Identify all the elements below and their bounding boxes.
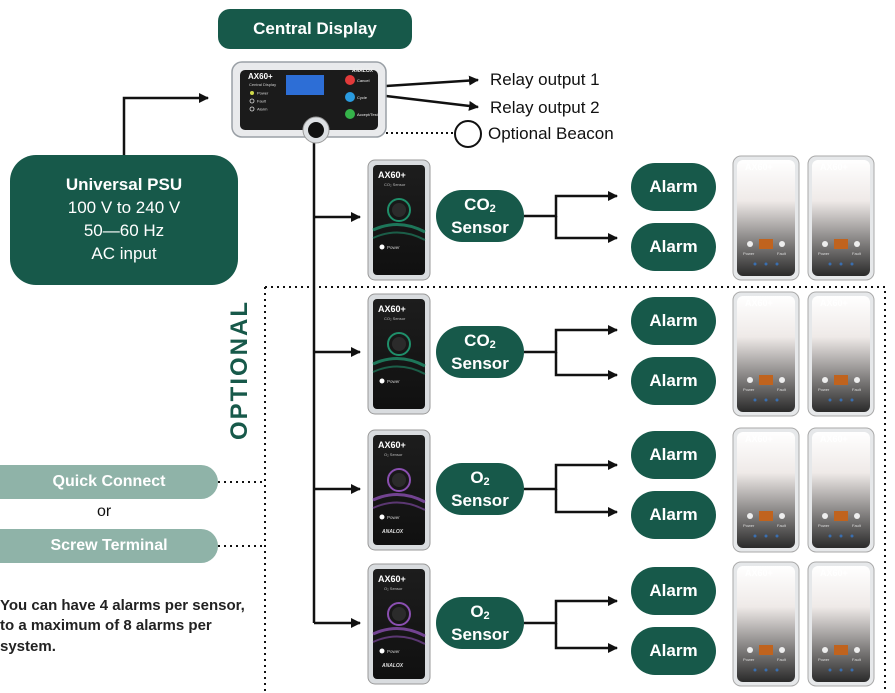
alarm-device-1: AX60+ Power Fault	[732, 155, 800, 281]
display-brand: AX60+	[248, 72, 273, 81]
alarm-brand: AX60+	[745, 434, 773, 444]
alarm-label-3: Alarm	[631, 297, 716, 345]
alarm-device-5: AX60+ Power Fault	[732, 427, 800, 553]
sensor-power-label: Power	[387, 515, 400, 520]
alarm-brand: AX60+	[745, 568, 773, 578]
psu-voltage: 100 V to 240 V	[67, 198, 181, 218]
quick-connect-pill: Quick Connect	[0, 465, 218, 499]
alarm-label-1: Alarm	[631, 163, 716, 211]
lcd-screen	[286, 75, 324, 95]
alarm-device-7: AX60+ Power Fault	[732, 561, 800, 687]
alarm-brand: AX60+	[820, 568, 848, 578]
alarm-fault-label: Fault	[777, 523, 787, 528]
sensor-device-label: O₂ Sensor	[384, 586, 403, 591]
sensor-power-label: Power	[387, 245, 400, 250]
alarm-device-4: AX60+ Power Fault	[807, 291, 875, 417]
svg-text:Fault: Fault	[257, 99, 267, 104]
alarm-power-label: Power	[818, 657, 830, 662]
display-sub: Central Display	[249, 82, 276, 87]
sensor-device-4: AX60+ O₂ Sensor Power ANALOX	[367, 563, 431, 685]
or-label: or	[97, 503, 112, 520]
svg-text:Power: Power	[257, 91, 269, 96]
alarm-label-8: Alarm	[631, 627, 716, 675]
sensor-brand: AX60+	[378, 170, 406, 180]
sensor-brand: AX60+	[378, 440, 406, 450]
alarm-power-label: Power	[818, 523, 830, 528]
universal-psu-box: Universal PSU 100 V to 240 V 50—60 Hz AC…	[10, 155, 238, 285]
alarm-power-label: Power	[818, 387, 830, 392]
sensor-device-label: CO₂ Sensor	[384, 182, 406, 187]
alarm-device-2: AX60+ Power Fault	[807, 155, 875, 281]
svg-text:ANALOX: ANALOX	[351, 68, 374, 74]
sensor-maker: ANALOX	[381, 529, 404, 535]
alarm-power-label: Power	[743, 251, 755, 256]
alarm-device-8: AX60+ Power Fault	[807, 561, 875, 687]
psu-frequency: 50—60 Hz	[83, 221, 165, 240]
alarm-brand: AX60+	[820, 162, 848, 172]
optional-boundary	[265, 286, 886, 693]
alarm-label-2: Alarm	[631, 223, 716, 271]
central-display-label: Central Display	[218, 9, 412, 49]
alarm-brand: AX60+	[745, 298, 773, 308]
alarm-fault-label: Fault	[852, 657, 862, 662]
optional-label: OPTIONAL	[226, 300, 253, 440]
svg-text:Accept/Test: Accept/Test	[357, 112, 379, 117]
psu-title: Universal PSU	[65, 175, 183, 195]
alarm-fault-label: Fault	[777, 387, 787, 392]
sensor-device-label: CO₂ Sensor	[384, 316, 406, 321]
alarm-brand: AX60+	[745, 162, 773, 172]
alarm-fault-label: Fault	[777, 251, 787, 256]
alarm-fault-label: Fault	[852, 523, 862, 528]
alarm-power-label: Power	[743, 387, 755, 392]
alarm-fault-label: Fault	[852, 387, 862, 392]
sensor-maker: ANALOX	[381, 663, 404, 669]
alarm-fault-label: Fault	[852, 251, 862, 256]
alarm-device-6: AX60+ Power Fault	[807, 427, 875, 553]
relay-1-arrow	[385, 75, 479, 88]
alarm-fault-label: Fault	[777, 657, 787, 662]
alarm-label-6: Alarm	[631, 491, 716, 539]
sensor-device-1: AX60+ CO₂ Sensor Power	[367, 159, 431, 281]
alarm-limit-note: You can have 4 alarms per sensor, to a m…	[0, 597, 245, 655]
cancel-button	[345, 75, 355, 85]
relay-output-1-label: Relay output 1	[490, 70, 600, 89]
sensor-device-2: AX60+ CO₂ Sensor Power	[367, 293, 431, 415]
alarm-label-4: Alarm	[631, 357, 716, 405]
cycle-button	[345, 92, 355, 102]
sensor-power-label: Power	[387, 379, 400, 384]
alarm-device-3: AX60+ Power Fault	[732, 291, 800, 417]
psu-input: AC input	[91, 243, 157, 263]
alarm-power-label: Power	[818, 251, 830, 256]
alarm-brand: AX60+	[820, 434, 848, 444]
alarm-power-label: Power	[743, 523, 755, 528]
psu-to-display-line	[122, 93, 209, 155]
alarm-label-5: Alarm	[631, 431, 716, 479]
alarm-label-7: Alarm	[631, 567, 716, 615]
relay-2-arrow	[385, 94, 479, 111]
alarm-power-label: Power	[743, 657, 755, 662]
sensor-device-3: AX60+ O₂ Sensor Power ANALOX	[367, 429, 431, 551]
alarm-brand: AX60+	[820, 298, 848, 308]
sensor-brand: AX60+	[378, 574, 406, 584]
svg-text:Cycle: Cycle	[357, 95, 368, 100]
accept-test-button	[345, 109, 355, 119]
relay-output-2-label: Relay output 2	[490, 98, 600, 117]
svg-text:Cancel: Cancel	[357, 78, 370, 83]
central-display-device: AX60+ Central Display Power Fault Alarm …	[231, 61, 387, 144]
beacon-circle	[454, 120, 482, 148]
sensor-brand: AX60+	[378, 304, 406, 314]
sensor-device-label: O₂ Sensor	[384, 452, 403, 457]
screw-terminal-pill: Screw Terminal	[0, 529, 218, 563]
optional-beacon-label: Optional Beacon	[488, 124, 614, 143]
svg-text:Alarm: Alarm	[257, 107, 268, 112]
sensor-power-label: Power	[387, 649, 400, 654]
